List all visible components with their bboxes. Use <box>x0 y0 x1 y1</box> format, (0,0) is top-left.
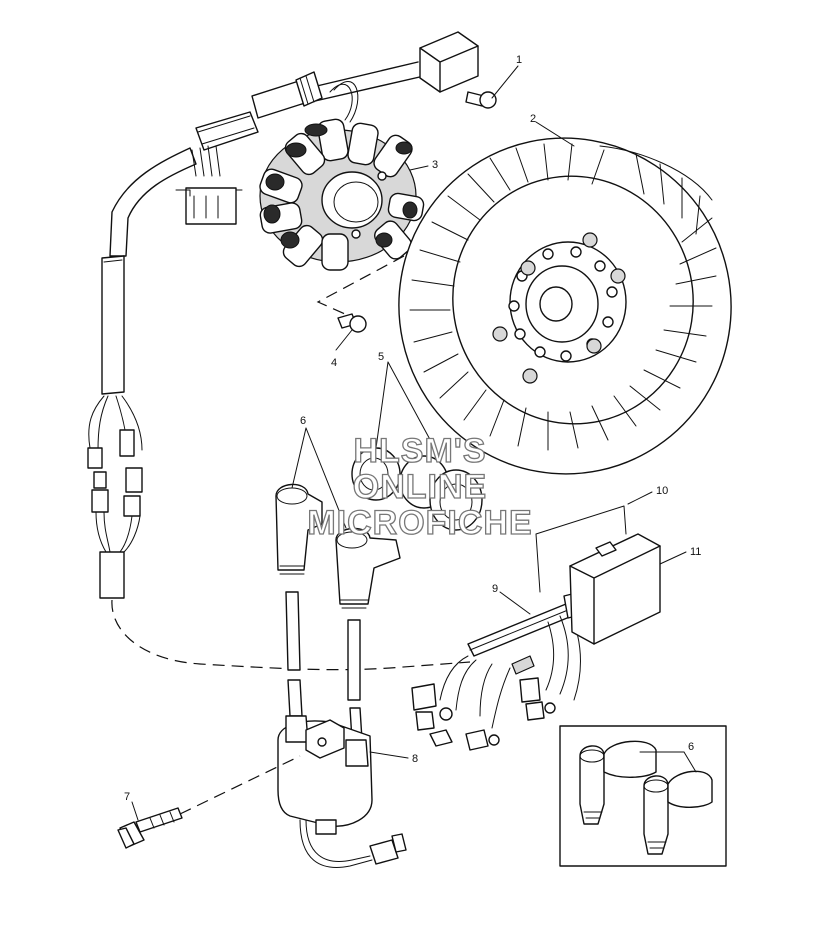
wire-harness <box>87 31 479 671</box>
callout-4: 4 <box>331 357 337 369</box>
callout-7: 7 <box>124 791 130 803</box>
watermark-line-2: ONLINE <box>353 468 487 506</box>
watermark-line-1: HLSM'S <box>353 432 486 470</box>
callout-9: 9 <box>492 583 498 595</box>
callout-6-inset: 6 <box>688 741 694 753</box>
watermark: HLSM'S ONLINE MICROFICHE <box>307 431 533 542</box>
watermark-line-3: MICROFICHE <box>307 504 532 542</box>
callout-11: 11 <box>690 546 701 558</box>
spark-plug-bushings <box>351 361 483 531</box>
stator-screw <box>337 313 367 333</box>
stator <box>259 118 425 271</box>
callout-10: 10 <box>656 485 668 497</box>
cdi-harness <box>411 591 585 751</box>
callout-6: 6 <box>300 415 306 427</box>
leader-lines <box>131 65 687 821</box>
callout-1: 1 <box>516 54 522 66</box>
coil-bolt <box>117 807 183 849</box>
cdi-module <box>535 505 661 645</box>
ignition-coil <box>179 715 407 868</box>
callout-3: 3 <box>432 159 438 171</box>
callout-2: 2 <box>530 113 536 125</box>
callout-5: 5 <box>378 351 384 363</box>
flywheel <box>398 137 732 475</box>
callout-8: 8 <box>412 753 418 765</box>
inset-spark-plug-caps <box>559 725 727 867</box>
harness-screw <box>465 91 497 109</box>
